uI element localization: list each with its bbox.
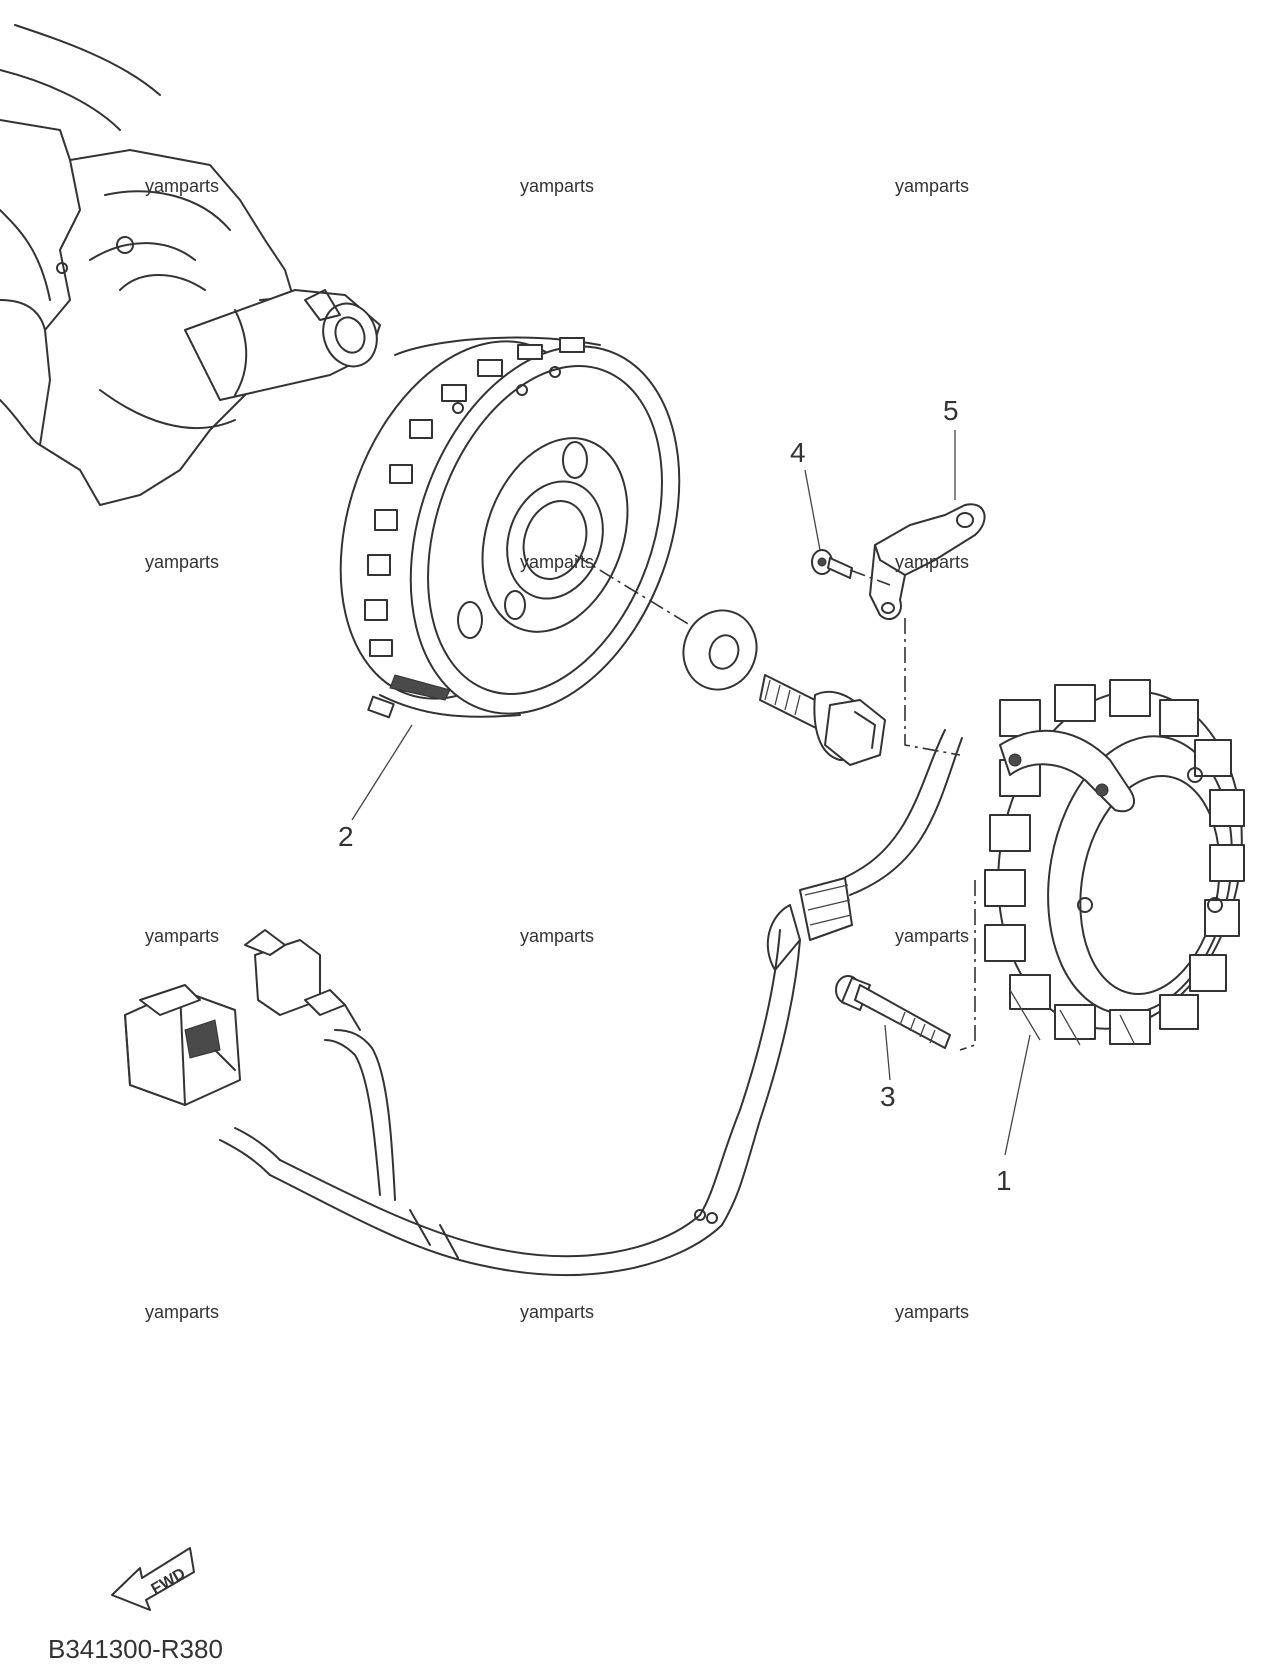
callout-3: 3 — [880, 1081, 896, 1112]
washer-and-bolt — [574, 554, 886, 766]
callout-2: 2 — [338, 821, 354, 852]
watermark: yamparts — [145, 926, 219, 946]
crankcase-illustration — [0, 24, 381, 506]
watermark: yamparts — [145, 1302, 219, 1322]
wiring-harness — [219, 729, 963, 1276]
callout-5: 5 — [943, 395, 959, 426]
watermark: yamparts — [895, 176, 969, 196]
watermark: yamparts — [145, 552, 219, 572]
watermark: yamparts — [145, 176, 219, 196]
leader-lines — [351, 430, 1031, 1156]
stator-assembly — [984, 679, 1245, 1046]
watermark: yamparts — [520, 552, 594, 572]
stator-bolt — [835, 880, 976, 1051]
watermark: yamparts — [520, 926, 594, 946]
watermark: yamparts — [895, 1302, 969, 1322]
watermark: yamparts — [520, 1302, 594, 1322]
harness-connectors — [124, 929, 361, 1106]
lead-clamp-and-screw — [811, 503, 986, 756]
rotor-flywheel — [339, 336, 681, 719]
watermark: yamparts — [895, 926, 969, 946]
callout-4: 4 — [790, 437, 806, 468]
diagram-code: B341300-R380 — [48, 1634, 223, 1664]
watermark: yamparts — [520, 176, 594, 196]
forward-arrow-icon: FWD — [111, 1547, 195, 1611]
callout-1: 1 — [996, 1165, 1012, 1196]
watermark: yamparts — [895, 552, 969, 572]
